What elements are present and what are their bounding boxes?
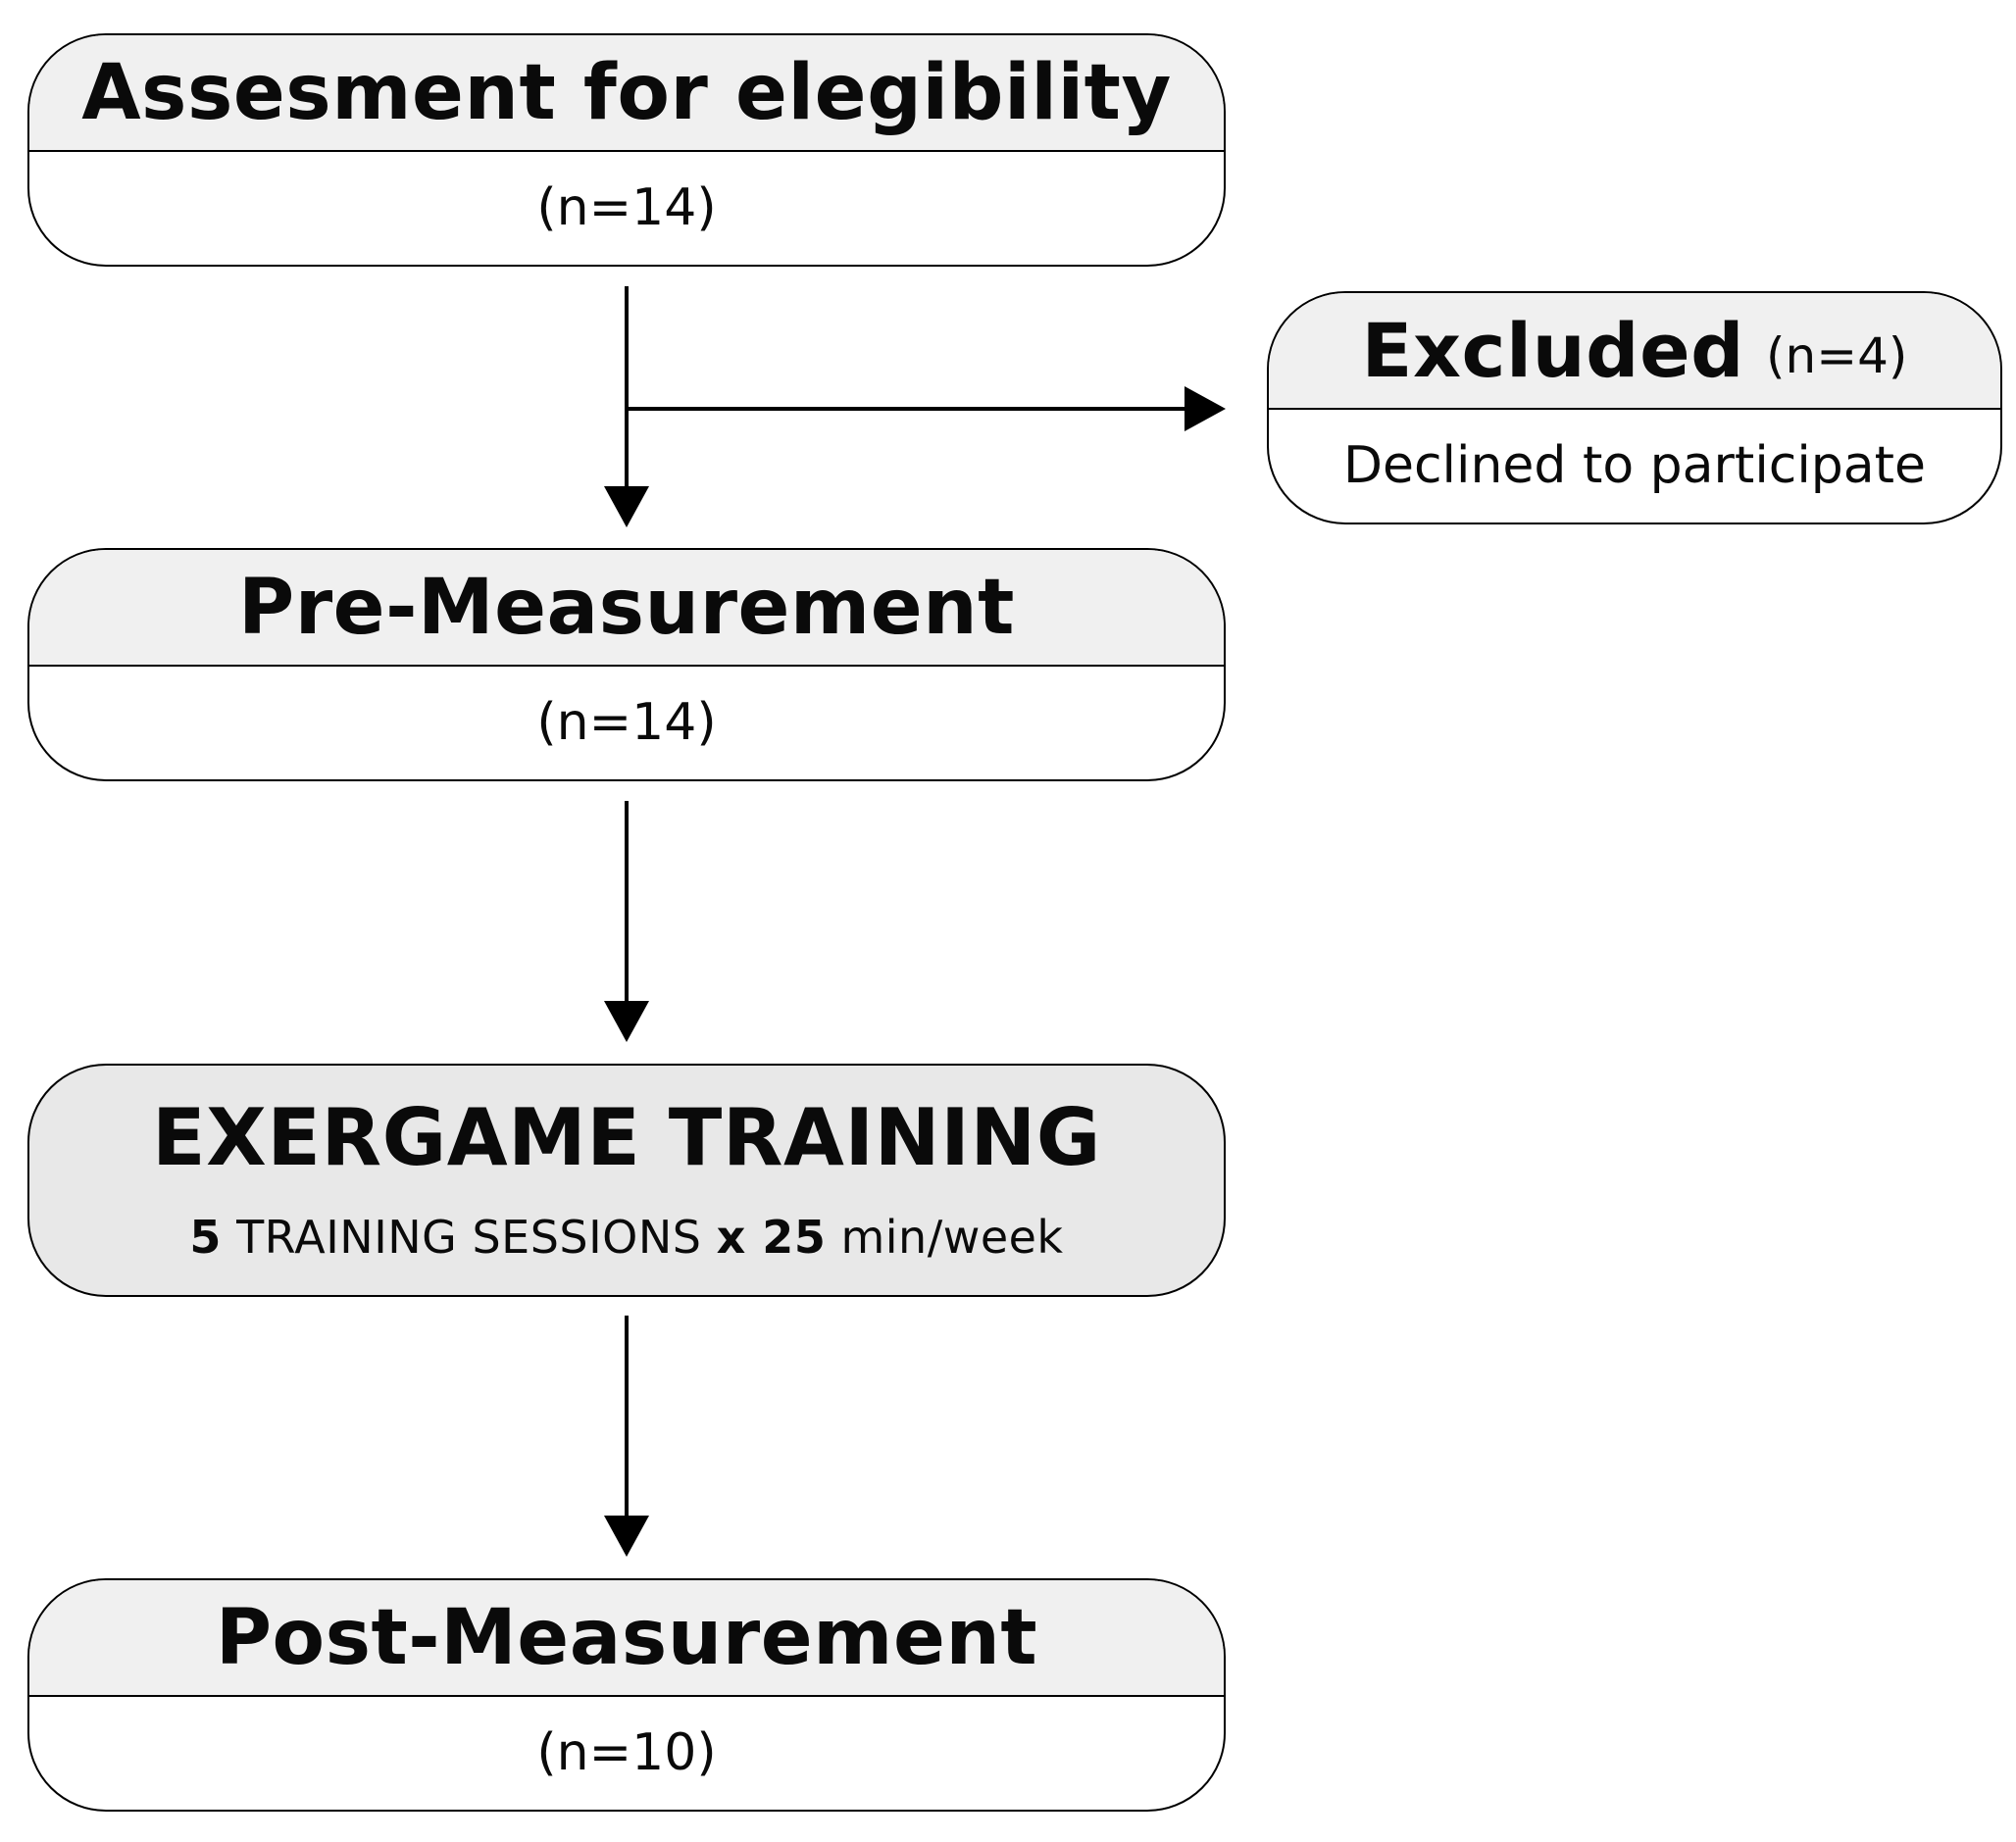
exergame-title: EXERGAME TRAINING [152, 1091, 1101, 1183]
pre-measurement-body: (n=14) [29, 667, 1224, 778]
pre-measurement-count: (n=14) [536, 693, 717, 752]
post-measurement-count: (n=10) [536, 1723, 717, 1782]
excluded-header: Excluded (n=4) [1269, 293, 2000, 410]
sessions-unit: min/week [840, 1210, 1064, 1264]
assessment-header: Assesment for elegibility [29, 35, 1224, 152]
arrowhead-exergame-to-post [604, 1516, 649, 1557]
excluded-box: Excluded (n=4) Declined to participate [1267, 291, 2002, 524]
post-measurement-header: Post-Measurement [29, 1580, 1224, 1697]
exergame-box: EXERGAME TRAINING 5 TRAINING SESSIONS x … [27, 1064, 1226, 1297]
excluded-count: (n=4) [1766, 326, 1908, 384]
sessions-label: TRAINING SESSIONS [236, 1210, 702, 1264]
assessment-body: (n=14) [29, 152, 1224, 264]
assessment-title: Assesment for elegibility [81, 48, 1172, 137]
pre-measurement-title: Pre-Measurement [238, 563, 1015, 652]
post-measurement-box: Post-Measurement (n=10) [27, 1578, 1226, 1812]
arrowhead-pre-to-exergame [604, 1001, 649, 1042]
excluded-title: Excluded [1361, 307, 1745, 394]
assessment-count: (n=14) [536, 178, 717, 237]
arrowhead-to-excluded [1184, 386, 1226, 431]
sessions-times: x 25 [716, 1210, 827, 1264]
post-measurement-title: Post-Measurement [215, 1593, 1038, 1682]
excluded-reason: Declined to participate [1342, 436, 1927, 495]
post-measurement-body: (n=10) [29, 1697, 1224, 1809]
pre-measurement-box: Pre-Measurement (n=14) [27, 548, 1226, 781]
pre-measurement-header: Pre-Measurement [29, 550, 1224, 667]
sessions-number: 5 [189, 1210, 222, 1264]
assessment-box: Assesment for elegibility (n=14) [27, 33, 1226, 267]
arrowhead-assess-to-pre [604, 486, 649, 527]
exergame-sessions: 5 TRAINING SESSIONS x 25 min/week [189, 1211, 1063, 1264]
